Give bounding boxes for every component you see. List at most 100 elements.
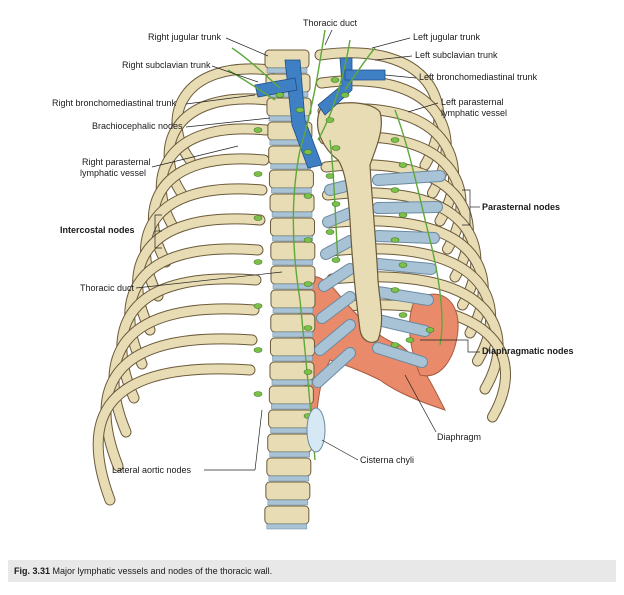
label-diaphragmatic-nodes: Diaphragmatic nodes	[482, 346, 574, 356]
costal-cartilage-fill	[315, 320, 355, 355]
label-right-parasternal-1: Right parasternal	[82, 157, 151, 167]
vertebral-column	[264, 49, 316, 530]
great-veins	[254, 57, 386, 169]
intervertebral-disc	[271, 211, 313, 218]
lymph-node	[275, 92, 285, 98]
costal-cartilage-fill	[373, 202, 442, 213]
lymph-node	[303, 149, 313, 155]
lymph-node	[253, 259, 263, 265]
rib-fill	[101, 334, 257, 471]
lymph-node	[325, 173, 335, 179]
lymph-node	[340, 92, 350, 98]
lymph-node	[390, 342, 400, 348]
label-right-parasternal-2: lymphatic vessel	[80, 168, 147, 178]
intervertebral-disc	[272, 283, 314, 290]
caption-fig-number: Fig. 3.31	[14, 566, 51, 576]
intervertebral-disc	[270, 427, 311, 434]
costal-cartilage-fill	[373, 171, 445, 185]
label-brachiocephalic-nodes: Brachiocephalic nodes	[92, 121, 183, 131]
intervertebral-disc	[270, 163, 311, 170]
intervertebral-disc	[272, 331, 314, 338]
lymph-nodes	[253, 77, 435, 419]
lymph-node	[390, 287, 400, 293]
vertebra	[268, 409, 314, 429]
vertebra	[268, 169, 314, 189]
lymph-node	[331, 201, 341, 207]
costal-cartilage-fill	[373, 315, 430, 336]
vertebra	[270, 217, 316, 237]
lymph-node	[398, 212, 408, 218]
lymph-node	[325, 229, 335, 235]
lymph-node	[253, 215, 263, 221]
lymph-node	[253, 171, 263, 177]
lymph-node	[398, 312, 408, 318]
rib-fill	[315, 48, 444, 170]
leader-lines	[135, 29, 480, 471]
label-cisterna-chyli: Cisterna chyli	[360, 455, 415, 465]
lymph-node	[425, 327, 435, 333]
intervertebral-disc	[272, 259, 314, 266]
lymph-node	[303, 281, 313, 287]
lymph-node	[295, 107, 305, 113]
vertebra	[266, 457, 312, 477]
intervertebral-disc	[266, 523, 308, 530]
label-left-subclavian-trunk: Left subclavian trunk	[415, 50, 498, 60]
lymph-node	[303, 193, 313, 199]
label-left-parasternal-2: lymphatic vessel	[441, 108, 508, 118]
intervertebral-disc	[267, 499, 309, 506]
lymph-node	[331, 145, 341, 151]
lymph-node	[331, 257, 341, 263]
lymph-node	[253, 391, 263, 397]
label-lateral-aortic-nodes: Lateral aortic nodes	[112, 465, 192, 475]
vertebra	[267, 433, 313, 453]
rib-fill	[327, 272, 503, 394]
caption-bar	[8, 560, 616, 582]
costal-cartilage-fill	[323, 208, 355, 227]
costal-cartilage-fill	[313, 348, 355, 387]
right-ribs	[92, 63, 276, 506]
lymph-node	[303, 325, 313, 331]
costal-cartilage-fill	[319, 264, 355, 291]
intervertebral-disc	[272, 235, 313, 242]
costal-cartilage-fill	[373, 287, 433, 305]
intervertebral-disc	[271, 379, 313, 386]
rib-fill	[109, 304, 259, 437]
vertebra	[265, 481, 311, 501]
intervertebral-disc	[272, 355, 313, 362]
intervertebral-disc	[272, 307, 314, 314]
lymphatic-vessels	[227, 29, 443, 461]
label-thoracic-duct-top: Thoracic duct	[303, 18, 358, 28]
intervertebral-disc	[269, 451, 310, 458]
sternum	[317, 102, 383, 343]
label-left-bronchomediastinal-trunk: Left bronchomediastinal trunk	[419, 72, 538, 82]
lymph-node	[330, 77, 340, 83]
costal-cartilage-fill	[373, 343, 427, 367]
caption-text: Major lymphatic vessels and nodes of the…	[52, 566, 273, 576]
costal-cartilage-fill	[373, 231, 439, 243]
lymph-node	[253, 347, 263, 353]
lymph-node	[390, 137, 400, 143]
lymph-node	[398, 262, 408, 268]
rib-fill	[317, 76, 451, 198]
lymph-node	[253, 303, 263, 309]
costal-cartilage-fill	[321, 236, 355, 259]
label-right-subclavian-trunk: Right subclavian trunk	[122, 60, 211, 70]
lymph-node	[303, 237, 313, 243]
intervertebral-disc	[271, 403, 312, 410]
intervertebral-disc	[271, 187, 312, 194]
diaphragm-right-dome	[409, 293, 459, 377]
lymph-node	[303, 369, 313, 375]
lymph-node	[398, 162, 408, 168]
vertebra	[268, 385, 314, 405]
label-parasternal-nodes: Parasternal nodes	[482, 202, 561, 212]
lymph-node	[390, 187, 400, 193]
vertebra	[269, 337, 315, 357]
label-thoracic-duct-mid: Thoracic duct	[80, 283, 135, 293]
figure-caption: Fig. 3.31 Major lymphatic vessels and no…	[14, 566, 272, 576]
label-intercostal-nodes: Intercostal nodes	[60, 225, 135, 235]
rib-fill	[93, 364, 255, 505]
intervertebral-disc	[268, 475, 310, 482]
costal-cartilage-fill	[317, 292, 355, 323]
label-right-jugular-trunk: Right jugular trunk	[148, 32, 222, 42]
